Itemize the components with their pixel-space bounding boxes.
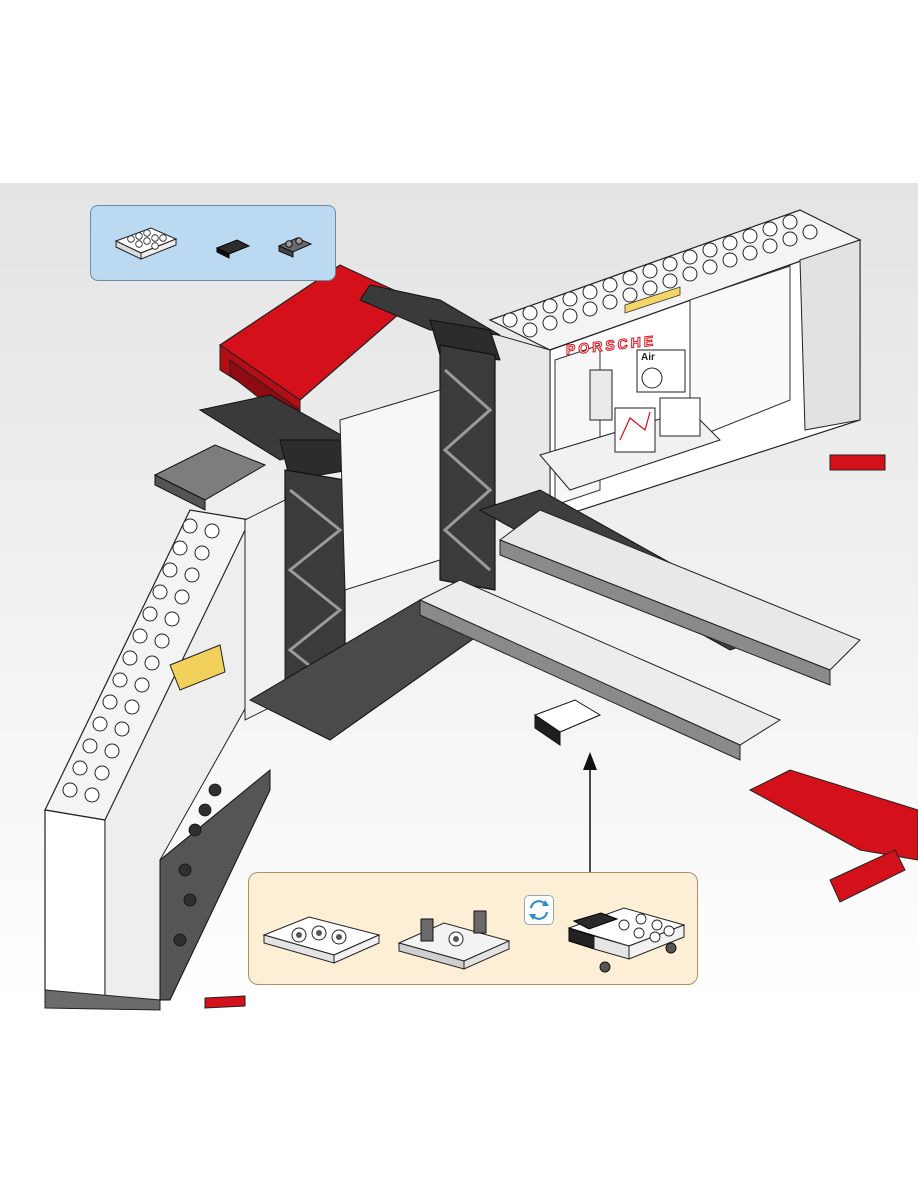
- left-wall: [45, 510, 250, 1010]
- side-block: [155, 445, 265, 510]
- wheel-unit-in-model: [535, 700, 600, 745]
- black-tile-1x2-icon: [217, 240, 249, 258]
- white-plate-2x4-icon: [116, 228, 176, 259]
- plate-with-clips-icon: [399, 911, 509, 969]
- dark-gray-plate-1x2-clip-icon: [279, 238, 311, 257]
- air-screen-label: Air: [641, 352, 655, 363]
- rotate-model-icon: [524, 895, 554, 925]
- completed-wheel-unit-icon: [569, 908, 684, 972]
- white-plate-2x3-holes-icon: [264, 917, 379, 963]
- pointer-arrow: [583, 752, 597, 872]
- subassembly-callout: [248, 872, 698, 985]
- parts-list-callout: [90, 205, 336, 281]
